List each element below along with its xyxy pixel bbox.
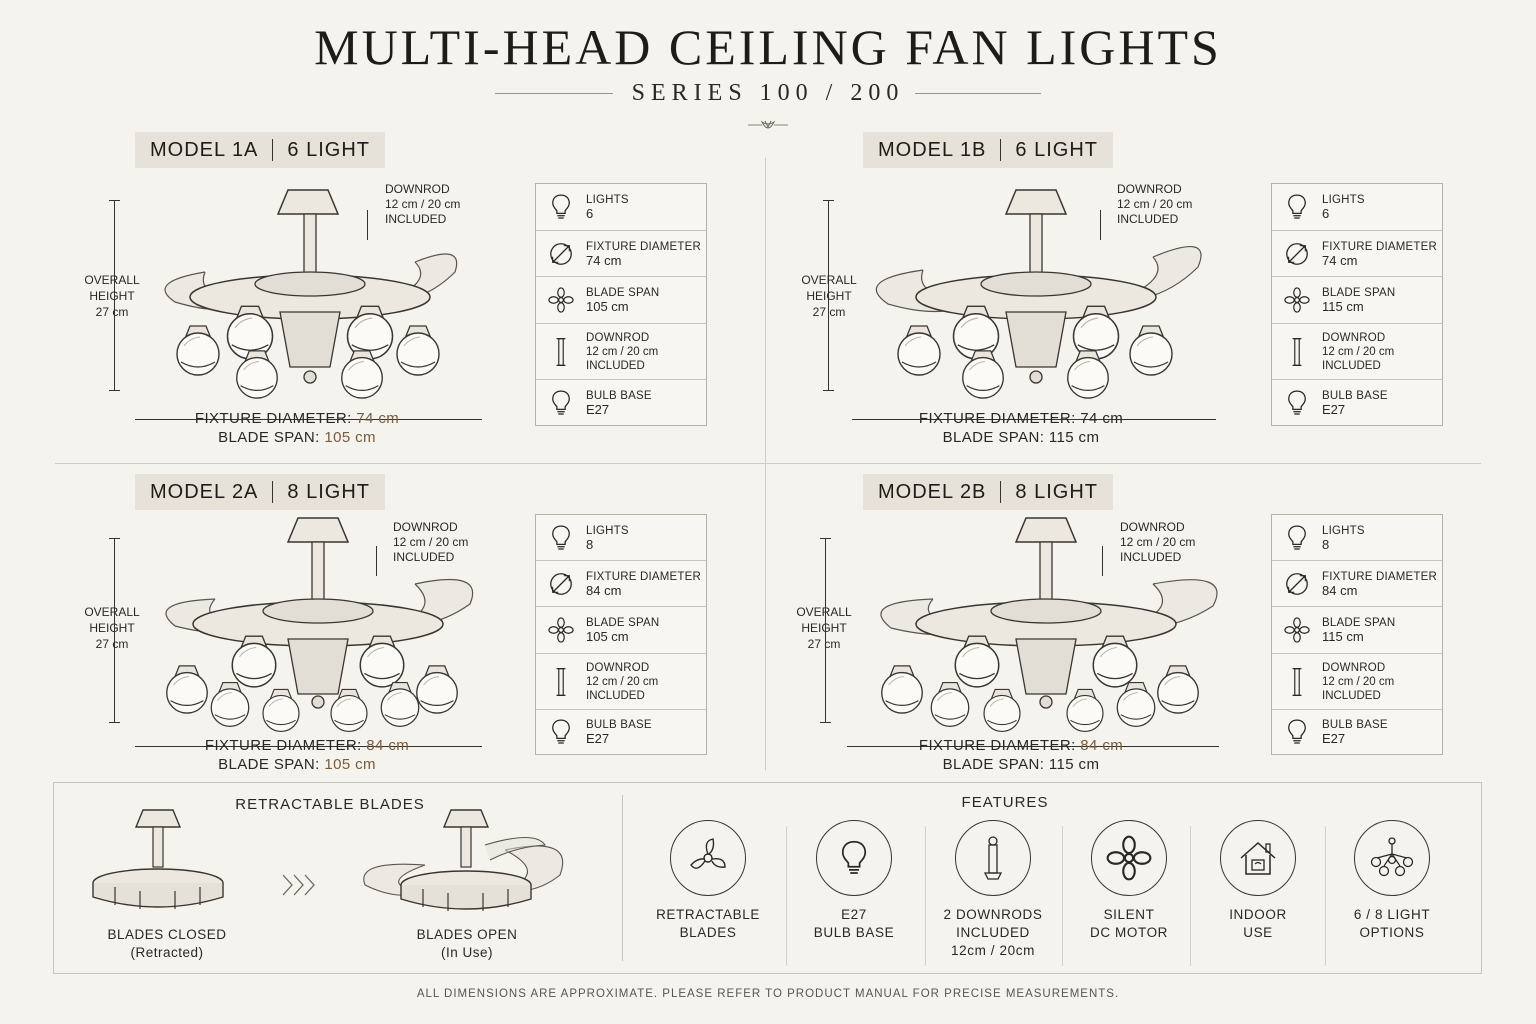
multi-light-icon xyxy=(1370,837,1414,877)
downrod-icon xyxy=(1291,337,1303,366)
bulb-icon xyxy=(552,524,570,550)
fixture-dimension: FIXTURE DIAMETER: 74 cm xyxy=(194,410,400,427)
model-name: MODEL 2B xyxy=(878,480,987,503)
bulb-base-icon xyxy=(1288,719,1306,744)
model-lights: 6 LIGHT xyxy=(287,138,370,161)
closed-label: BLADES CLOSED xyxy=(107,927,227,942)
bulb-icon xyxy=(841,840,867,874)
chevron-right-icon xyxy=(282,874,315,896)
page-title: MULTI-HEAD CEILING FAN LIGHTS xyxy=(314,19,1222,75)
open-sublabel: (In Use) xyxy=(440,945,493,960)
closed-sublabel: (Retracted) xyxy=(130,945,204,960)
open-label: BLADES OPEN xyxy=(416,927,518,942)
fan-closed-illustration xyxy=(92,809,224,909)
bottom-divider xyxy=(622,795,623,961)
subtitle-rule-right xyxy=(915,93,1041,94)
blade-span-icon xyxy=(548,287,574,313)
bottom-info-box xyxy=(53,782,1482,974)
ornament-icon xyxy=(748,120,788,129)
blade-span-icon xyxy=(1284,287,1310,313)
downrod-icon xyxy=(983,836,1003,880)
model-name: MODEL 1B xyxy=(878,138,987,161)
model-lights: 8 LIGHT xyxy=(287,480,370,503)
bulb-base-icon xyxy=(1288,389,1306,415)
retractable-title: RETRACTABLE BLADES xyxy=(235,796,425,813)
grid-divider-vertical xyxy=(765,158,766,770)
model-lights: 8 LIGHT xyxy=(1015,480,1098,503)
bulb-base-icon xyxy=(552,719,570,744)
blade-span-icon xyxy=(548,617,574,643)
model-tag: MODEL 1B 6 LIGHT xyxy=(863,132,1113,168)
subtitle-rule-left xyxy=(495,93,613,94)
model-lights: 6 LIGHT xyxy=(1015,138,1098,161)
fan-illustration xyxy=(875,189,1202,399)
model-tag: MODEL 2B 8 LIGHT xyxy=(863,474,1113,510)
bulb-base-icon xyxy=(552,389,570,415)
model-name: MODEL 1A xyxy=(150,138,259,161)
features-title: FEATURES xyxy=(961,794,1049,811)
downrod-icon xyxy=(1291,667,1303,696)
footnote: ALL DIMENSIONS ARE APPROXIMATE. PLEASE R… xyxy=(416,988,1120,1000)
model-name: MODEL 2A xyxy=(150,480,259,503)
blade-span-icon xyxy=(1284,617,1310,643)
diameter-icon xyxy=(550,242,572,265)
fan-illustration xyxy=(880,517,1218,733)
model-tag: MODEL 1A 6 LIGHT xyxy=(135,132,385,168)
fan-open-illustration xyxy=(363,809,564,911)
diameter-icon xyxy=(550,572,572,595)
downrod-icon xyxy=(555,337,567,366)
blade-dimension: BLADE SPAN: 105 cm xyxy=(218,429,376,446)
house-icon xyxy=(1240,841,1276,875)
diameter-icon xyxy=(1286,572,1308,595)
diameter-icon xyxy=(1286,242,1308,265)
bulb-icon xyxy=(1288,194,1306,219)
fan-illustration xyxy=(164,189,458,399)
model-tag: MODEL 2A 8 LIGHT xyxy=(135,474,385,510)
bulb-icon xyxy=(552,194,570,219)
motor-fan-icon xyxy=(1106,835,1152,881)
page-subtitle: SERIES 100 / 200 xyxy=(631,80,905,106)
bulb-icon xyxy=(1288,524,1306,550)
grid-divider-horizontal xyxy=(55,463,1481,464)
downrod-icon xyxy=(555,667,567,696)
fan-blade-icon xyxy=(690,838,726,869)
fan-illustration xyxy=(165,517,474,733)
